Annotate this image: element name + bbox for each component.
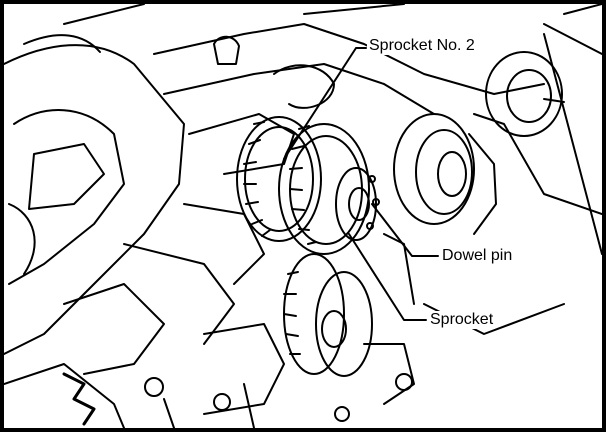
leader-dowel-pin	[371, 203, 439, 257]
leader-lines	[283, 47, 439, 321]
leader-sprocket-no-2	[283, 47, 367, 160]
tensioner-pulley	[393, 113, 497, 235]
sprocket-with-dowel	[335, 167, 380, 241]
label-sprocket-no-2: Sprocket No. 2	[367, 37, 477, 55]
lower-sprocket	[283, 253, 373, 377]
leader-sprocket	[348, 233, 427, 321]
label-dowel-pin: Dowel pin	[440, 247, 515, 265]
label-sprocket: Sprocket	[428, 311, 496, 329]
engine-line-drawing	[4, 4, 602, 428]
lower-components	[62, 303, 565, 428]
engine-block-left	[4, 4, 235, 428]
upper-casting	[153, 4, 602, 285]
sprocket-no-2	[236, 116, 370, 255]
shaft-flange	[473, 33, 602, 255]
